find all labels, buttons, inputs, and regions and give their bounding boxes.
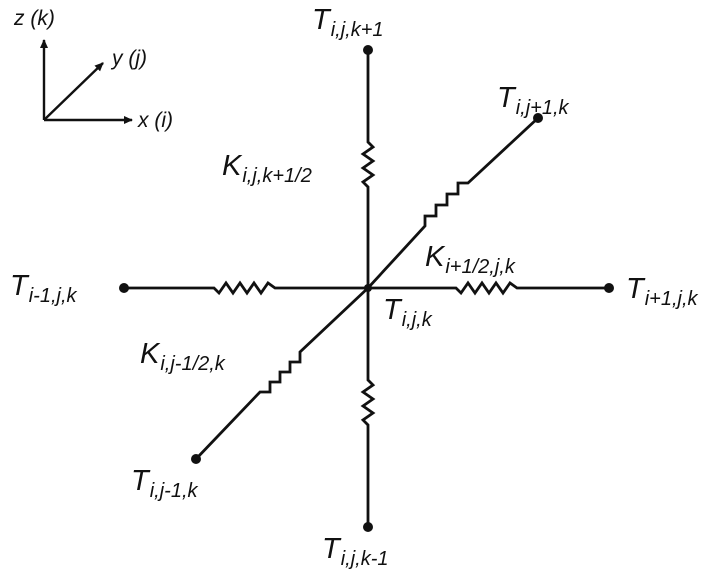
x-left-resistor-line bbox=[124, 280, 368, 296]
node-dot-center bbox=[364, 284, 372, 292]
z-connections bbox=[360, 50, 376, 527]
node-label-bottom-main: T bbox=[322, 533, 340, 565]
z-axis-label: z (k) bbox=[14, 7, 55, 30]
node-label-right-main: T bbox=[626, 273, 644, 305]
x-right-resistor-line bbox=[368, 280, 609, 296]
node-label-top: Ti,j,k+1 bbox=[312, 4, 384, 41]
node-dot-top bbox=[363, 45, 373, 55]
node-dot-back bbox=[533, 113, 543, 123]
node-label-bottom-sub: i,j,k-1 bbox=[340, 548, 389, 570]
node-dot-right bbox=[604, 283, 614, 293]
z-upper-resistor-line bbox=[360, 50, 376, 288]
conductance-label-x-right: Ki+1/2,j,k bbox=[425, 241, 515, 278]
node-dot-left bbox=[119, 283, 129, 293]
nodes bbox=[119, 45, 614, 532]
conductance-label-y-front: Ki,j-1/2,k bbox=[140, 338, 225, 375]
node-label-top-main: T bbox=[312, 4, 330, 36]
node-label-front-main: T bbox=[131, 465, 149, 497]
conductance-z-upper-sub: i,j,k+1/2 bbox=[242, 165, 312, 187]
node-label-top-sub: i,j,k+1 bbox=[330, 19, 384, 41]
conductance-y-front-sub: i,j-1/2,k bbox=[160, 353, 225, 375]
node-label-front: Ti,j-1,k bbox=[131, 465, 198, 502]
node-label-center-main: T bbox=[383, 294, 401, 326]
conductance-z-upper-main: K bbox=[222, 150, 242, 182]
conductance-y-front-main: K bbox=[140, 338, 160, 370]
conductance-x-right-main: K bbox=[425, 241, 445, 273]
node-label-center: Ti,j,k bbox=[383, 294, 432, 331]
x-axis-label: x (i) bbox=[138, 109, 173, 132]
z-lower-resistor-line bbox=[360, 288, 376, 527]
node-label-left-sub: i-1,j,k bbox=[28, 285, 77, 307]
y-connections bbox=[194, 116, 539, 460]
axes-indicator bbox=[40, 39, 133, 124]
node-label-center-sub: i,j,k bbox=[401, 309, 432, 331]
y-axis-label: y (j) bbox=[112, 47, 147, 70]
conductance-x-right-sub: i+1/2,j,k bbox=[445, 256, 515, 278]
node-label-bottom: Ti,j,k-1 bbox=[322, 533, 389, 570]
node-label-front-sub: i,j-1,k bbox=[149, 480, 198, 502]
y-axis-arrow bbox=[43, 62, 104, 121]
y-front-resistor-line bbox=[194, 286, 369, 460]
node-label-left: Ti-1,j,k bbox=[10, 270, 77, 307]
node-dot-front bbox=[191, 454, 201, 464]
conductance-label-z-upper: Ki,j,k+1/2 bbox=[222, 150, 312, 187]
node-label-left-main: T bbox=[10, 270, 28, 302]
node-label-back-sub: i,j+1,k bbox=[515, 97, 569, 119]
x-connections bbox=[124, 280, 609, 296]
node-label-back-main: T bbox=[497, 82, 515, 114]
node-label-right-sub: i+1,j,k bbox=[644, 288, 698, 310]
node-label-back: Ti,j+1,k bbox=[497, 82, 569, 119]
y-back-resistor-line bbox=[366, 116, 539, 289]
node-label-right: Ti+1,j,k bbox=[626, 273, 698, 310]
node-dot-bottom bbox=[363, 522, 373, 532]
